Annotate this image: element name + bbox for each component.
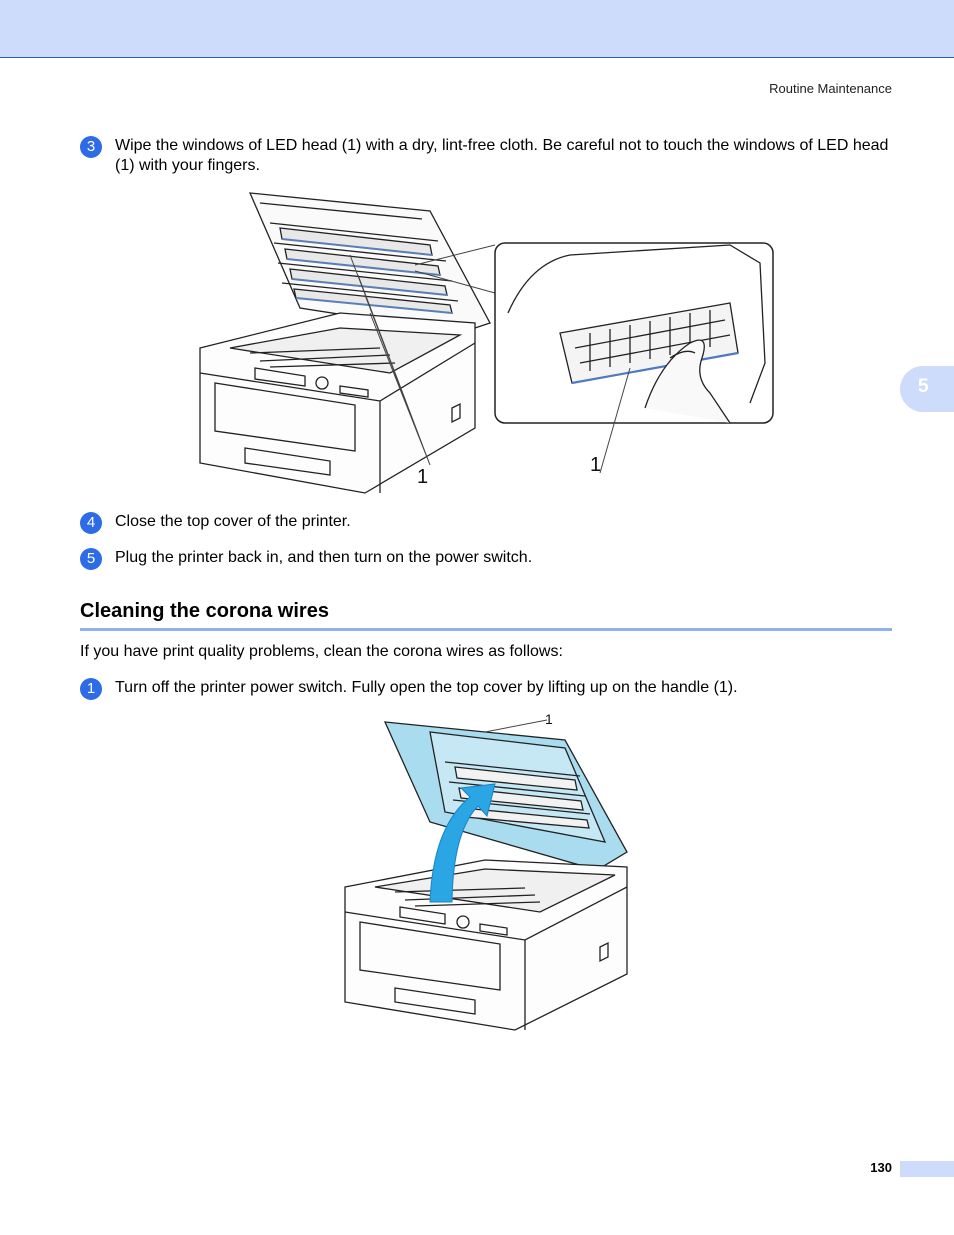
step-number-badge: 3 <box>80 136 102 158</box>
chapter-tab[interactable]: 5 <box>900 366 954 412</box>
running-header: Routine Maintenance <box>769 81 892 96</box>
chapter-number: 5 <box>918 376 929 397</box>
callout-led-head: 1 <box>417 466 429 488</box>
step-text: Plug the printer back in, and then turn … <box>115 549 533 566</box>
section-title: Cleaning the corona wires <box>80 600 329 622</box>
page-tab <box>900 1161 954 1177</box>
step-text: Close the top cover of the printer. <box>115 513 351 530</box>
printer-open-cover-illustration <box>344 719 628 1031</box>
corona-step-1: 1 Turn off the printer power switch. Ful… <box>80 678 892 700</box>
step-4: 4 Close the top cover of the printer. <box>80 512 892 534</box>
step-text: Turn off the printer power switch. Fully… <box>115 679 738 696</box>
step-number-badge: 5 <box>80 548 102 570</box>
step-5: 5 Plug the printer back in, and then tur… <box>80 548 892 570</box>
section-divider <box>80 628 892 631</box>
callout-led-head-detail: 1 <box>590 454 602 476</box>
callout-handle: 1 <box>545 711 553 727</box>
printer-led-head-illustration <box>199 192 774 494</box>
step-3: 3 Wipe the windows of LED head (1) with … <box>80 136 892 176</box>
section-intro: If you have print quality problems, clea… <box>80 643 563 660</box>
header-band <box>0 0 954 58</box>
step-number-badge: 1 <box>80 678 102 700</box>
page-number: 130 <box>870 1160 892 1175</box>
step-text: Wipe the windows of LED head (1) with a … <box>115 137 889 174</box>
step-number-badge: 4 <box>80 512 102 534</box>
